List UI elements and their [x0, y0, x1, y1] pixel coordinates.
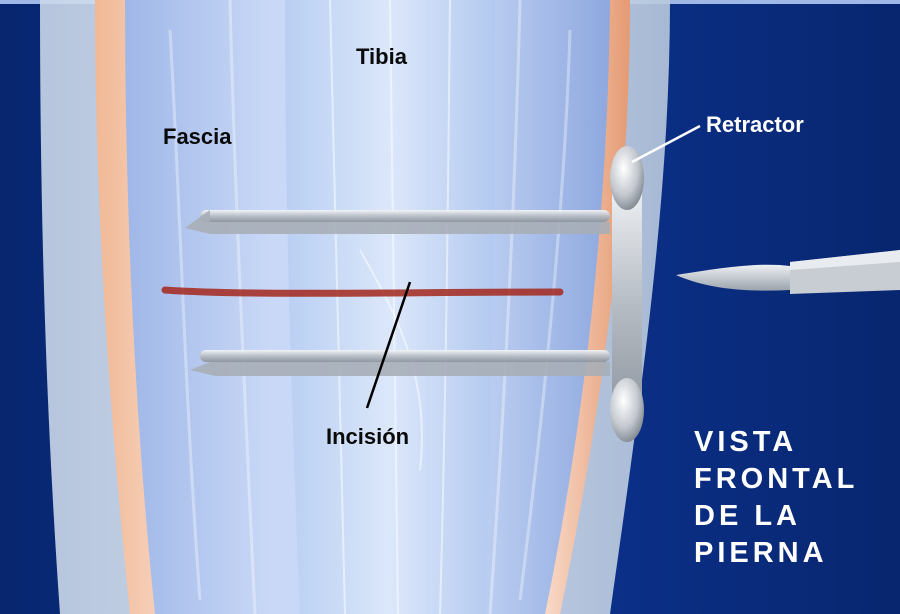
incision-line [165, 290, 560, 293]
fascia-label: Fascia [163, 124, 232, 150]
view-title-line-1: VISTA [694, 424, 894, 461]
view-title-line-3: DE LA [694, 498, 894, 535]
view-title: VISTA FRONTAL DE LA PIERNA [694, 424, 894, 572]
view-title-line-4: PIERNA [694, 535, 894, 572]
view-title-line-2: FRONTAL [694, 461, 894, 498]
retractor-label: Retractor [706, 112, 804, 138]
incision-label: Incisión [326, 424, 409, 450]
tibia-label: Tibia [356, 44, 407, 70]
retractor-icon [610, 146, 644, 442]
retractor-prong-upper [185, 210, 610, 234]
retractor-prong-lower [190, 350, 610, 376]
